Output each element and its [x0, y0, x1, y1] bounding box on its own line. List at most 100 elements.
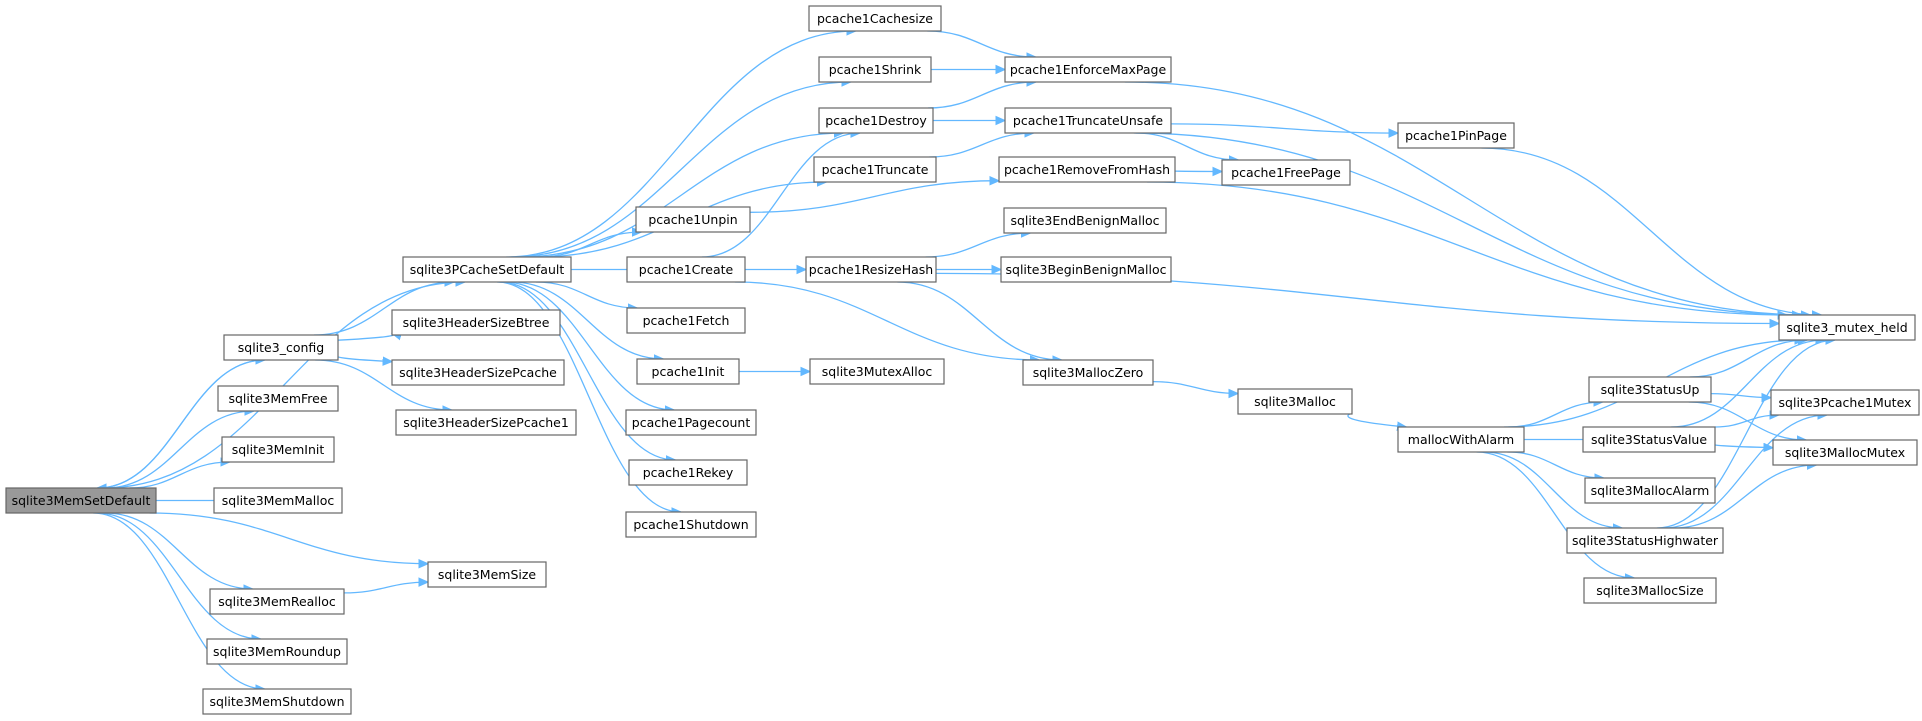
node-mallocmutex[interactable]: sqlite3MallocMutex	[1772, 439, 1918, 466]
node-shutdown[interactable]: pcache1Shutdown	[625, 511, 757, 538]
node-box-destroy[interactable]	[818, 107, 934, 134]
node-mallocsize[interactable]: sqlite3MallocSize	[1583, 577, 1717, 604]
edge-statushigh-to-mallocmutex	[1673, 465, 1816, 529]
node-box-root[interactable]	[5, 487, 157, 514]
node-mallocalarm2[interactable]: sqlite3MallocAlarm	[1584, 477, 1716, 504]
node-box-shutdown[interactable]	[625, 511, 757, 538]
node-box-fetch[interactable]	[626, 307, 746, 334]
node-enforce[interactable]: pcache1EnforceMaxPage	[1004, 56, 1172, 83]
node-memshutdown[interactable]: sqlite3MemShutdown	[202, 688, 352, 715]
node-beginbenign[interactable]: sqlite3BeginBenignMalloc	[1000, 256, 1172, 283]
node-box-endbenign[interactable]	[1003, 207, 1167, 234]
node-mallocalarm[interactable]: mallocWithAlarm	[1397, 426, 1525, 453]
node-init[interactable]: pcache1Init	[636, 358, 740, 385]
node-hspcache1[interactable]: sqlite3HeaderSizePcache1	[395, 409, 577, 436]
node-box-pagecount[interactable]	[625, 409, 757, 436]
edge-config-to-hspcache	[335, 354, 392, 362]
node-truncate[interactable]: pcache1Truncate	[813, 156, 937, 183]
node-box-meminit[interactable]	[221, 436, 335, 463]
node-rekey[interactable]: pcache1Rekey	[628, 459, 748, 486]
node-malloczero[interactable]: sqlite3MallocZero	[1022, 359, 1154, 386]
node-box-statusup[interactable]	[1588, 376, 1712, 403]
node-create[interactable]: pcache1Create	[626, 256, 746, 283]
node-label-resizehash: pcache1ResizeHash	[809, 262, 933, 277]
node-hsbtree[interactable]: sqlite3HeaderSizeBtree	[391, 309, 561, 336]
node-box-pcachesetdefault[interactable]	[402, 256, 572, 283]
node-box-create[interactable]	[626, 256, 746, 283]
node-pcache1mutex[interactable]: sqlite3Pcache1Mutex	[1770, 389, 1920, 416]
node-mutexalloc[interactable]: sqlite3MutexAlloc	[809, 358, 945, 385]
node-hspcache[interactable]: sqlite3HeaderSizePcache	[391, 359, 565, 386]
node-memsize[interactable]: sqlite3MemSize	[427, 561, 547, 588]
node-label-statushigh: sqlite3StatusHighwater	[1572, 533, 1719, 548]
edge-unpin-to-removehash	[749, 181, 999, 213]
node-truncunsafe[interactable]: pcache1TruncateUnsafe	[1004, 107, 1172, 134]
node-box-config[interactable]	[223, 334, 339, 361]
node-box-init[interactable]	[636, 358, 740, 385]
node-label-create: pcache1Create	[639, 262, 734, 277]
node-label-meminit: sqlite3MemInit	[232, 442, 325, 457]
node-box-memroundup[interactable]	[206, 638, 348, 665]
node-root[interactable]: sqlite3MemSetDefault	[5, 487, 157, 514]
edge-config-to-pcachesetdefault	[313, 282, 454, 336]
node-box-memshutdown[interactable]	[202, 688, 352, 715]
node-cachesize[interactable]: pcache1Cachesize	[808, 5, 942, 32]
node-box-truncunsafe[interactable]	[1004, 107, 1172, 134]
node-memroundup[interactable]: sqlite3MemRoundup	[206, 638, 348, 665]
node-box-pcache1mutex[interactable]	[1770, 389, 1920, 416]
node-removehash[interactable]: pcache1RemoveFromHash	[998, 156, 1176, 183]
node-box-memfree[interactable]	[217, 385, 339, 412]
node-box-shrink[interactable]	[818, 56, 932, 83]
node-pcachesetdefault[interactable]: sqlite3PCacheSetDefault	[402, 256, 572, 283]
node-box-cachesize[interactable]	[808, 5, 942, 32]
node-statushigh[interactable]: sqlite3StatusHighwater	[1566, 527, 1724, 554]
node-box-mutexalloc[interactable]	[809, 358, 945, 385]
node-box-mallocmutex[interactable]	[1772, 439, 1918, 466]
node-pinpage[interactable]: pcache1PinPage	[1397, 122, 1515, 149]
node-box-statushigh[interactable]	[1566, 527, 1724, 554]
node-label-pinpage: pcache1PinPage	[1405, 128, 1507, 143]
node-statusup[interactable]: sqlite3StatusUp	[1588, 376, 1712, 403]
node-box-statusvalue[interactable]	[1582, 426, 1716, 453]
node-memmalloc[interactable]: sqlite3MemMalloc	[213, 487, 343, 514]
node-box-hspcache1[interactable]	[395, 409, 577, 436]
node-box-hspcache[interactable]	[391, 359, 565, 386]
node-box-malloc[interactable]	[1237, 388, 1353, 415]
node-box-mallocsize[interactable]	[1583, 577, 1717, 604]
node-malloc[interactable]: sqlite3Malloc	[1237, 388, 1353, 415]
node-fetch[interactable]: pcache1Fetch	[626, 307, 746, 334]
node-pagecount[interactable]: pcache1Pagecount	[625, 409, 757, 436]
node-label-root: sqlite3MemSetDefault	[12, 493, 151, 508]
node-box-freepage[interactable]	[1221, 159, 1351, 186]
node-memfree[interactable]: sqlite3MemFree	[217, 385, 339, 412]
node-box-mallocalarm[interactable]	[1397, 426, 1525, 453]
node-box-hsbtree[interactable]	[391, 309, 561, 336]
node-shrink[interactable]: pcache1Shrink	[818, 56, 932, 83]
node-box-enforce[interactable]	[1004, 56, 1172, 83]
node-box-memmalloc[interactable]	[213, 487, 343, 514]
node-box-beginbenign[interactable]	[1000, 256, 1172, 283]
node-destroy[interactable]: pcache1Destroy	[818, 107, 934, 134]
edge-pcachesetdefault-to-init	[511, 281, 664, 359]
node-unpin[interactable]: pcache1Unpin	[635, 206, 751, 233]
node-box-memsize[interactable]	[427, 561, 547, 588]
node-box-rekey[interactable]	[628, 459, 748, 486]
node-resizehash[interactable]: pcache1ResizeHash	[805, 256, 937, 283]
node-freepage[interactable]: pcache1FreePage	[1221, 159, 1351, 186]
node-box-truncate[interactable]	[813, 156, 937, 183]
node-box-memrealloc[interactable]	[209, 588, 345, 615]
node-box-resizehash[interactable]	[805, 256, 937, 283]
node-box-removehash[interactable]	[998, 156, 1176, 183]
node-memrealloc[interactable]: sqlite3MemRealloc	[209, 588, 345, 615]
node-box-pinpage[interactable]	[1397, 122, 1515, 149]
edge-statushigh-to-pcache1mutex	[1663, 415, 1827, 529]
node-meminit[interactable]: sqlite3MemInit	[221, 436, 335, 463]
node-box-mallocalarm2[interactable]	[1584, 477, 1716, 504]
node-endbenign[interactable]: sqlite3EndBenignMalloc	[1003, 207, 1167, 234]
node-mutexheld[interactable]: sqlite3_mutex_held	[1778, 314, 1916, 341]
node-box-unpin[interactable]	[635, 206, 751, 233]
node-box-mutexheld[interactable]	[1778, 314, 1916, 341]
node-box-malloczero[interactable]	[1022, 359, 1154, 386]
node-statusvalue[interactable]: sqlite3StatusValue	[1582, 426, 1716, 453]
node-config[interactable]: sqlite3_config	[223, 334, 339, 361]
